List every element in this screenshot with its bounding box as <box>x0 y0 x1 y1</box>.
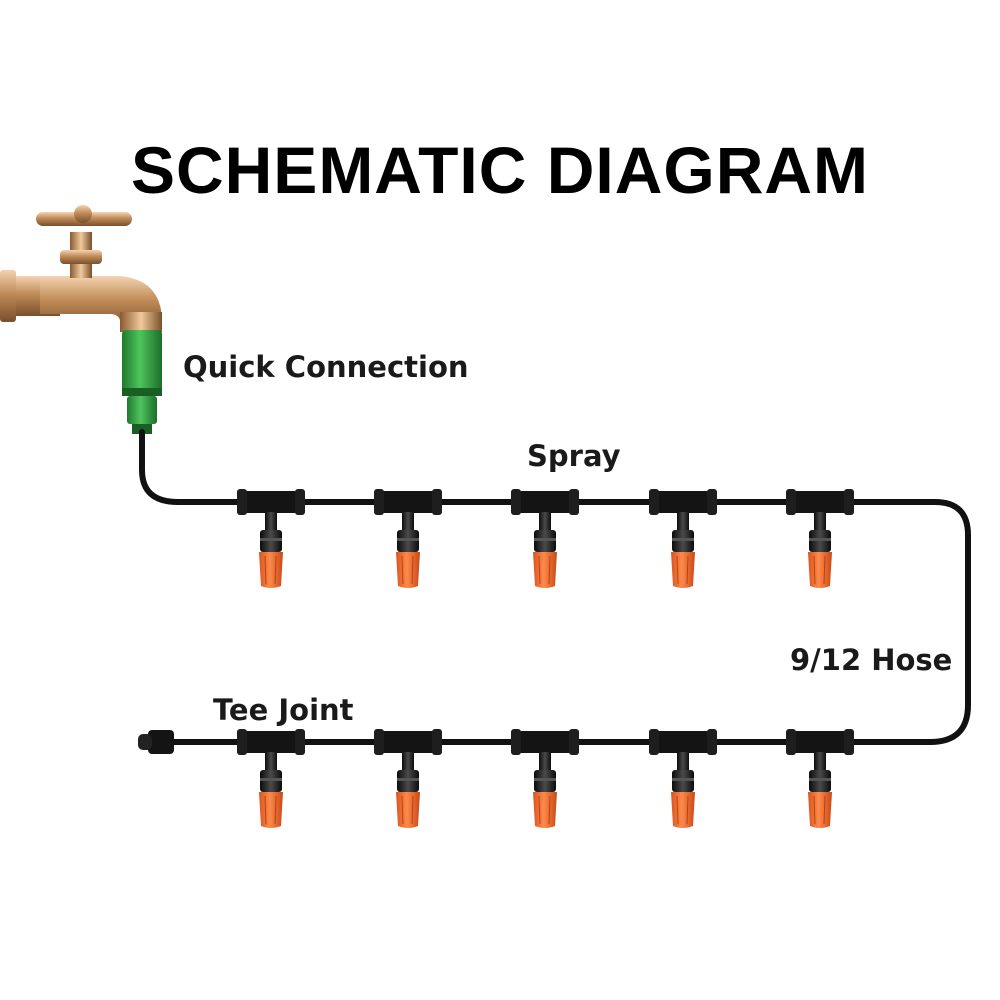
spray-nozzle-icon <box>373 728 443 829</box>
label-quick-connection: Quick Connection <box>183 350 469 384</box>
label-tee-joint: Tee Joint <box>213 693 354 727</box>
label-spray: Spray <box>527 439 621 473</box>
spray-nozzle-icon <box>648 488 718 589</box>
spray-nozzle-icon <box>510 728 580 829</box>
end-plug-icon <box>138 730 174 754</box>
spray-nozzle-icon <box>785 728 855 829</box>
quick-connection-icon <box>122 330 162 434</box>
hose-line <box>139 429 971 745</box>
spray-nozzle-icon <box>373 488 443 589</box>
spray-nozzle-icon <box>785 488 855 589</box>
spray-nozzle-icon <box>510 488 580 589</box>
faucet-icon <box>0 205 162 332</box>
spray-nozzle-icon <box>236 488 306 589</box>
label-hose: 9/12 Hose <box>790 643 953 677</box>
spray-nozzle-icon <box>648 728 718 829</box>
diagram-title: SCHEMATIC DIAGRAM <box>130 133 870 207</box>
spray-nozzle-icon <box>236 728 306 829</box>
